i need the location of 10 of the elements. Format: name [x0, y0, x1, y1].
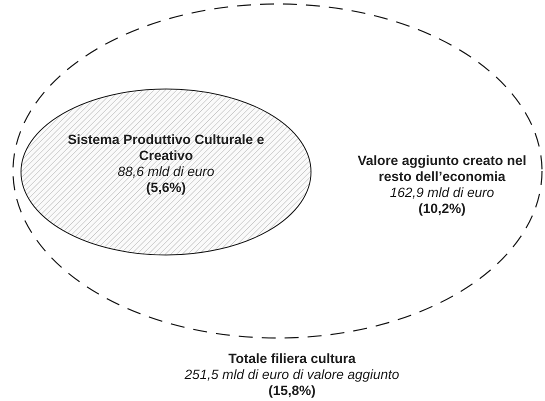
- node-title: Valore aggiunto creato nel resto dell’economia: [356, 153, 528, 185]
- percentage-text: (5,6%): [145, 180, 187, 196]
- percentage-text: (10,2%): [417, 201, 467, 217]
- node-title: Totale filiera cultura: [227, 351, 357, 367]
- value-text: 162,9 mld di euro: [388, 185, 496, 201]
- value-text: 251,5 mld di euro di valore aggiunto: [184, 367, 400, 383]
- value-text: 88,6 mld di euro: [116, 164, 216, 180]
- percentage-text: (15,8%): [267, 383, 317, 399]
- hatched-ellipse: [20, 88, 312, 256]
- node-title: Sistema Produttivo Culturale e Creativo: [66, 132, 266, 164]
